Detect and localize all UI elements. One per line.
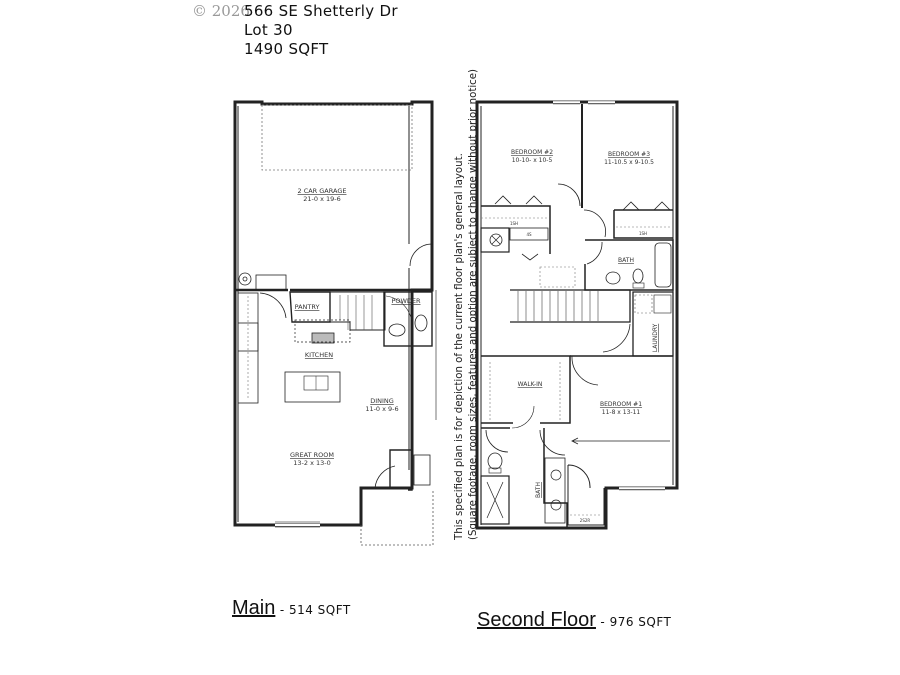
bedroom2-label: BEDROOM #2 <box>511 149 553 156</box>
master-bath-label: BATH <box>535 482 542 498</box>
garage-label: 2 CAR GARAGE <box>298 187 347 195</box>
second-floor-plan <box>475 100 679 530</box>
laundry-label: LAUNDRY <box>652 323 659 352</box>
bedroom3-label: BEDROOM #3 <box>608 151 650 158</box>
address-title: 566 SE Shetterly Dr <box>244 2 398 20</box>
walk-in-label: WALK-IN <box>518 381 543 388</box>
main-floor-name: Main <box>232 597 276 619</box>
disclaimer-line-1: This specified plan is for depiction of … <box>454 153 465 540</box>
bedroom1-size: 11-8 x 13-11 <box>602 409 641 416</box>
second-floor-name: Second Floor <box>477 609 596 631</box>
hall-bath-label: BATH <box>618 257 634 264</box>
great-room-size: 13-2 x 13-0 <box>293 459 330 467</box>
main-floor-sqft: - 514 SQFT <box>279 603 351 617</box>
total-sqft: 1490 SQFT <box>244 40 329 58</box>
dining-size: 11-0 x 9-6 <box>365 405 398 413</box>
kitchen-label: KITCHEN <box>305 351 333 359</box>
bedroom1-label: BEDROOM #1 <box>600 401 642 408</box>
disclaimer-line-2: (Square footage, room sizes, features an… <box>468 68 479 540</box>
copyright-watermark: © 2026 <box>192 2 250 20</box>
bedroom3-size: 11-10.5 x 9-10.5 <box>604 159 654 166</box>
pantry-label: PANTRY <box>295 303 320 311</box>
shelf-label-linen: 4S <box>526 232 532 237</box>
dining-label: DINING <box>370 397 394 405</box>
shelf-label-bedroom3: 1SH <box>639 231 647 236</box>
shelf-label-bedroom2: 1SH <box>510 221 518 226</box>
disclaimer-note: This specified plan is for depiction of … <box>453 68 481 540</box>
main-floor-caption: Main - 514 SQFT <box>232 597 351 620</box>
powder-label: POWDER <box>391 297 421 305</box>
shelf-label-master: 2S2R <box>580 518 591 523</box>
bedroom2-size: 10-10- x 10-5 <box>512 157 553 164</box>
second-floor-sqft: - 976 SQFT <box>600 615 672 629</box>
garage-size: 21-0 x 19-6 <box>303 195 340 203</box>
lot-number: Lot 30 <box>244 21 293 39</box>
second-floor-caption: Second Floor - 976 SQFT <box>477 609 671 632</box>
main-floor-plan <box>233 100 437 546</box>
plan-header: 566 SE Shetterly Dr Lot 30 1490 SQFT <box>244 2 398 59</box>
great-room-label: GREAT ROOM <box>290 451 334 459</box>
